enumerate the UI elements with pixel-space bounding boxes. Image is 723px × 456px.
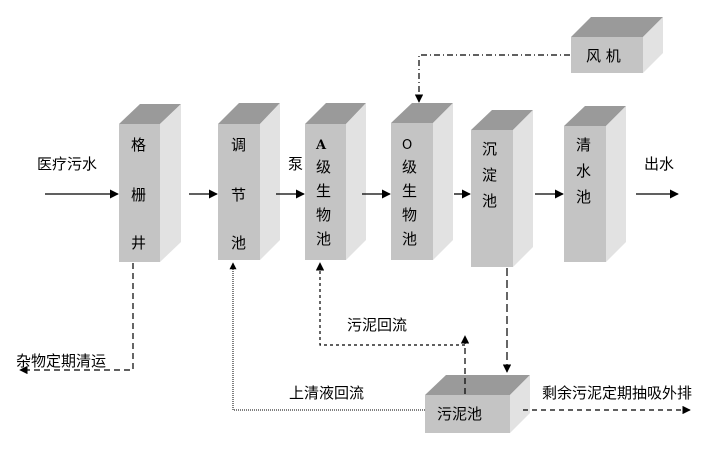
unit-text: 沉	[482, 140, 497, 158]
sludge-return-label: 污泥回流	[347, 316, 407, 334]
inflow-label: 医疗污水	[37, 155, 97, 173]
unit-text: 物	[316, 206, 331, 224]
unit-o-bio-tank: O 级 生 物 池	[391, 103, 453, 260]
supernatant-return-label: 上清液回流	[289, 384, 364, 402]
air-supply-line	[414, 54, 570, 103]
unit-text: 级	[402, 158, 417, 176]
debris-label: 杂物定期清运	[16, 352, 106, 370]
unit-text: 栅	[131, 186, 146, 204]
unit-text: 池	[316, 230, 331, 248]
unit-text: 水	[576, 162, 591, 180]
unit-text: A	[315, 138, 327, 153]
unit-text: 清	[576, 136, 591, 154]
unit-text: 级	[316, 158, 331, 176]
unit-text: 物	[402, 206, 417, 224]
unit-text: 生	[402, 182, 417, 200]
unit-text: 池	[576, 188, 591, 206]
unit-text: 节	[231, 186, 246, 204]
unit-regulating-tank: 调 节 池	[218, 103, 280, 260]
unit-blower: 风 机	[571, 17, 663, 73]
excess-sludge-label: 剩余污泥定期抽吸外排	[542, 384, 692, 402]
unit-text: 池	[482, 192, 497, 210]
outflow-label: 出水	[644, 155, 674, 173]
unit-clear-water-tank: 清 水 池	[564, 106, 626, 262]
pump-label: 泵	[288, 155, 303, 173]
unit-grating-well: 格 栅 井	[119, 104, 181, 262]
unit-sludge-tank: 污泥池	[425, 375, 530, 433]
debris-line	[19, 263, 134, 375]
supernatant-return-line	[229, 262, 425, 411]
unit-text: 生	[316, 182, 331, 200]
sludge-tank-label: 污泥池	[437, 405, 482, 423]
unit-text: 格	[131, 136, 146, 154]
unit-text: 调	[231, 136, 246, 154]
sludge-return-line	[315, 262, 465, 346]
blower-label: 风 机	[586, 47, 621, 65]
unit-text: O	[402, 138, 412, 153]
unit-text: 池	[231, 234, 246, 252]
unit-text: 池	[402, 230, 417, 248]
unit-text: 井	[131, 234, 146, 252]
unit-text: 淀	[482, 166, 497, 184]
unit-a-bio-tank: A 级 生 物 池	[305, 103, 366, 260]
unit-sedimentation-tank: 沉 淀 池	[471, 110, 533, 267]
